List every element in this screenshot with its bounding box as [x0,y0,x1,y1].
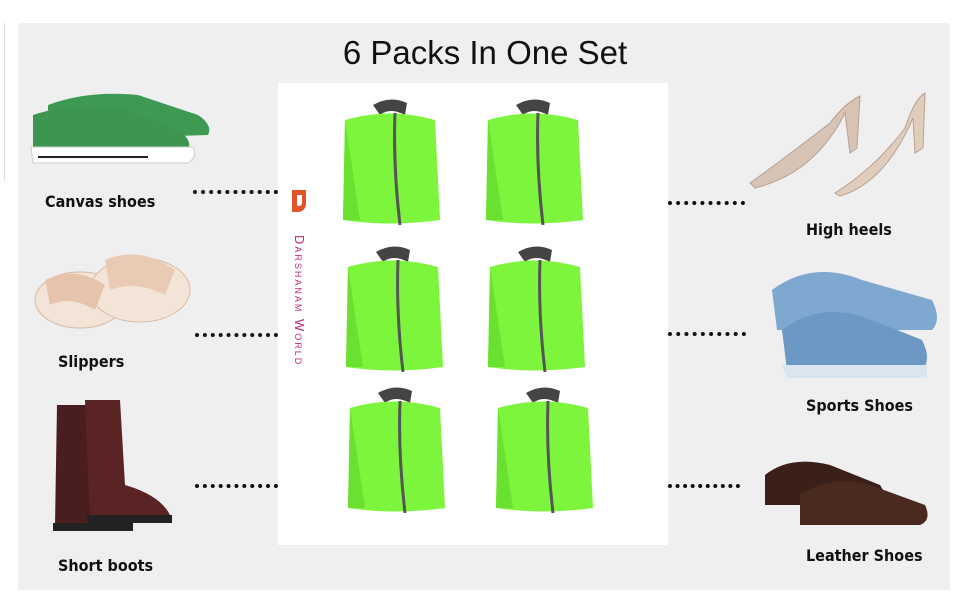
label-short-boots: Short boots [58,556,154,575]
shoe-bag [488,246,585,373]
canvas-shoes-image [30,93,210,164]
product-image-panel [278,83,668,545]
shoe-bag [346,246,443,373]
brand-logo-icon [292,190,306,212]
label-leather-shoes: Leather Shoes [806,546,923,565]
label-canvas-shoes: Canvas shoes [45,192,156,211]
shoe-bag [348,387,445,514]
slippers-image [34,254,191,329]
short-boots-image [53,400,172,531]
label-slippers: Slippers [58,352,125,371]
connector-dots [193,190,278,194]
connector-dots [195,484,278,488]
brand-name: Darshanam World [292,235,307,367]
connector-dots [668,332,746,336]
label-high-heels: High heels [806,220,892,239]
connector-dots [668,201,745,205]
shoe-bag [486,99,583,226]
leather-shoes-image [765,461,928,525]
label-sports-shoes: Sports Shoes [806,396,914,415]
edge-divider [0,23,5,181]
connector-dots [195,333,278,337]
sports-shoes-image [772,272,937,378]
shoe-bag [496,387,593,514]
high-heels-image [749,92,926,197]
headline: 6 Packs In One Set [342,34,628,71]
connector-dots [668,484,740,488]
shoe-bag [343,99,440,226]
